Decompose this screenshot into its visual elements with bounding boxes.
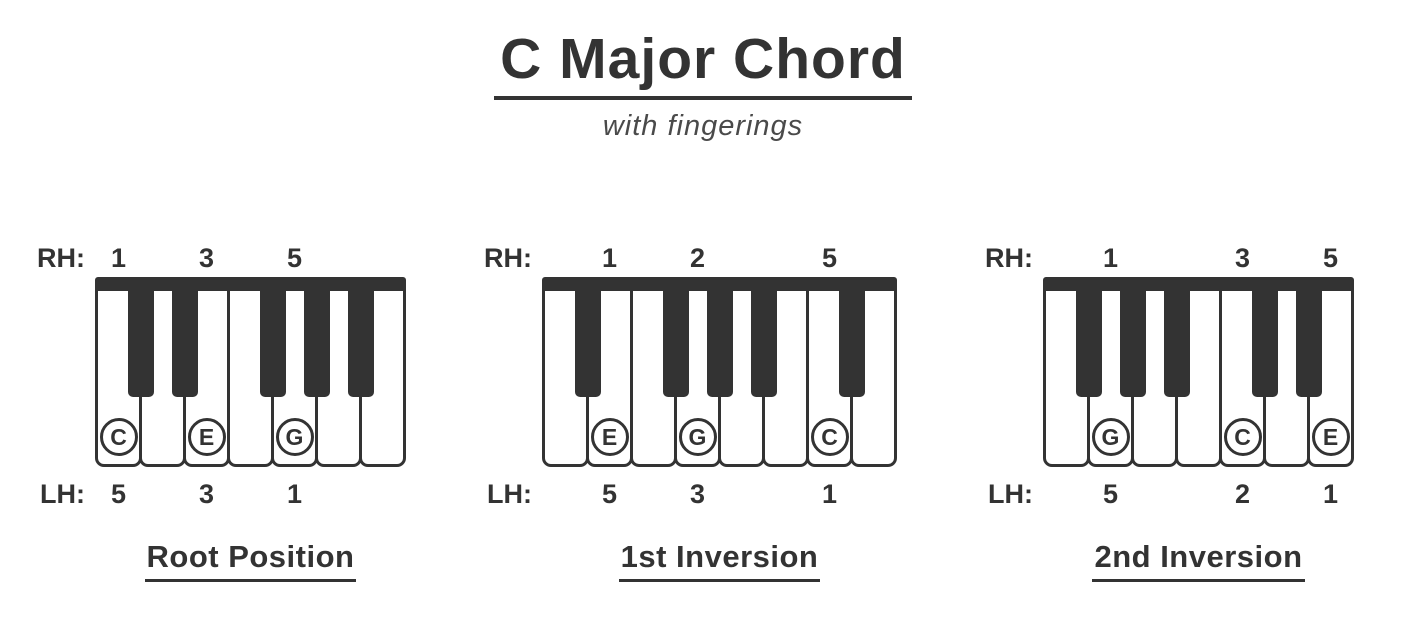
diagram-caption: Root Position — [144, 539, 357, 582]
diagram-caption-wrap: 2nd Inversion — [1043, 539, 1354, 582]
rh-finger-number: 3 — [198, 243, 215, 273]
black-key — [574, 277, 601, 397]
black-key — [838, 277, 865, 397]
lh-finger-row: LH: 5 3 1 — [40, 479, 406, 509]
lh-finger-number: 3 — [198, 479, 215, 509]
black-key — [127, 277, 154, 397]
lh-label: LH: — [40, 479, 85, 509]
lh-finger-number: 1 — [821, 479, 838, 509]
note-circle: C — [810, 418, 849, 456]
rh-label: RH: — [484, 243, 532, 273]
rh-finger-number: 1 — [601, 243, 618, 273]
page-title: C Major Chord — [494, 28, 912, 100]
lh-finger-row: LH: 5 2 1 — [988, 479, 1354, 509]
page-subtitle: with fingerings — [602, 110, 804, 142]
note-circle: C — [1223, 418, 1262, 456]
black-key — [1163, 277, 1190, 397]
diagram-caption-wrap: 1st Inversion — [542, 539, 897, 582]
lh-finger-number: 5 — [110, 479, 127, 509]
black-key — [259, 277, 286, 397]
rh-finger-number: 5 — [821, 243, 838, 273]
rh-finger-row: RH: 1 2 5 — [484, 243, 897, 273]
rh-finger-number: 1 — [1102, 243, 1119, 273]
black-key — [1075, 277, 1102, 397]
rh-finger-number: 3 — [1234, 243, 1251, 273]
black-key — [1251, 277, 1278, 397]
rh-finger-number: 5 — [286, 243, 303, 273]
lh-label: LH: — [988, 479, 1033, 509]
black-key — [347, 277, 374, 397]
note-circle: E — [590, 418, 629, 456]
rh-finger-row: RH: 1 3 5 — [37, 243, 406, 273]
note-circle: C — [99, 418, 138, 456]
rh-finger-number: 1 — [110, 243, 127, 273]
black-key — [706, 277, 733, 397]
black-key — [171, 277, 198, 397]
note-circle: E — [1311, 418, 1350, 456]
note-circle: G — [678, 418, 717, 456]
lh-label: LH: — [487, 479, 532, 509]
rh-finger-number: 5 — [1322, 243, 1339, 273]
lh-finger-number: 2 — [1234, 479, 1251, 509]
rh-finger-row: RH: 1 3 5 — [985, 243, 1354, 273]
rh-finger-number: 2 — [689, 243, 706, 273]
note-circle: G — [275, 418, 314, 456]
diagram-caption-wrap: Root Position — [95, 539, 406, 582]
lh-finger-number: 1 — [286, 479, 303, 509]
black-key — [303, 277, 330, 397]
note-circle: G — [1091, 418, 1130, 456]
lh-finger-number: 3 — [689, 479, 706, 509]
lh-finger-number: 5 — [1102, 479, 1119, 509]
note-circle: E — [187, 418, 226, 456]
diagram-caption: 2nd Inversion — [1092, 539, 1305, 582]
black-key — [1295, 277, 1322, 397]
lh-finger-number: 5 — [601, 479, 618, 509]
black-key — [662, 277, 689, 397]
lh-finger-row: LH: 5 3 1 — [487, 479, 897, 509]
rh-label: RH: — [985, 243, 1033, 273]
lh-finger-number: 1 — [1322, 479, 1339, 509]
diagram-caption: 1st Inversion — [618, 539, 821, 582]
black-key — [750, 277, 777, 397]
rh-label: RH: — [37, 243, 85, 273]
black-key — [1119, 277, 1146, 397]
